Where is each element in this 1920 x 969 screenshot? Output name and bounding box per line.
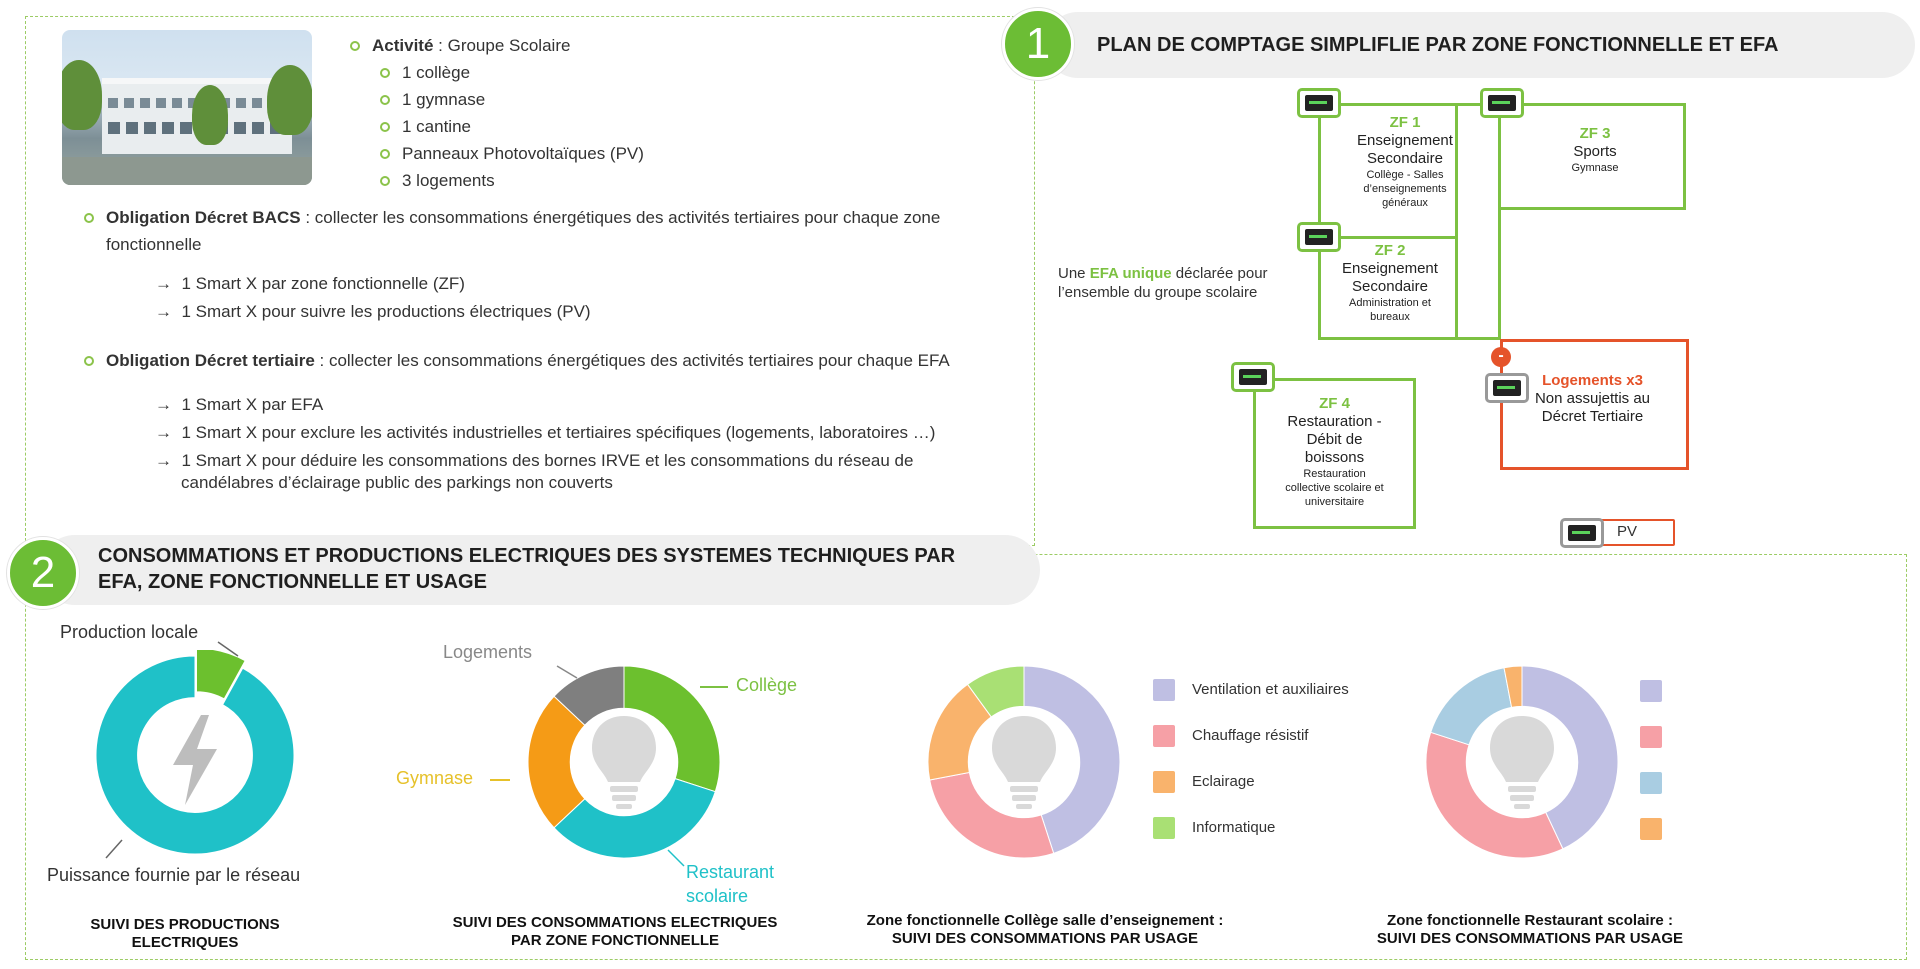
donut-slice xyxy=(553,777,716,859)
bacs-arrow-2: → 1 Smart X pour suivre les productions … xyxy=(155,302,591,321)
production-chart xyxy=(95,650,295,855)
legend-swatch xyxy=(1153,679,1175,701)
zf1-label: ZF 1 Enseignement Secondaire Collège - S… xyxy=(1357,114,1453,209)
header2-number: 2 xyxy=(7,537,79,609)
donut-slice xyxy=(1425,731,1564,859)
zones-chart xyxy=(527,665,721,859)
legend-swatch xyxy=(1153,771,1175,793)
meter-logements-icon xyxy=(1485,373,1529,403)
legend-swatch xyxy=(1640,772,1662,794)
donut-slice xyxy=(1521,665,1619,850)
legend-swatch xyxy=(1153,725,1175,747)
activity-sub-item: 1 gymnase xyxy=(380,86,644,113)
tertiaire-arrow-1: → 1 Smart X par EFA xyxy=(155,395,324,414)
activity-item: Activité : Groupe Scolaire xyxy=(350,32,644,59)
lightbulb-icon xyxy=(592,716,656,809)
label-logements: Logements xyxy=(443,642,533,662)
tertiaire-arrow-3-cont: candélabres d’éclairage public des parki… xyxy=(181,473,613,492)
label-production-locale: Production locale xyxy=(60,622,199,642)
legend-swatch xyxy=(1153,817,1175,839)
header2-pill xyxy=(40,535,1040,605)
legend-swatch xyxy=(1640,680,1662,702)
donut-slice xyxy=(966,665,1025,718)
school-photo xyxy=(62,30,312,185)
legend-swatch xyxy=(1640,818,1662,840)
lightning-icon xyxy=(173,715,217,805)
zf3-label: ZF 3 Sports Gymnase xyxy=(1571,125,1619,174)
logements-label: Logements x3 Non assujettis au Décret Te… xyxy=(1534,372,1651,425)
header1-number: 1 xyxy=(1002,8,1074,80)
college-usage-chart xyxy=(927,665,1121,859)
legend-label: Informatique xyxy=(1192,819,1276,836)
lightbulb-icon xyxy=(1490,716,1554,809)
activity-sub-item: Panneaux Photovoltaïques (PV) xyxy=(380,140,644,167)
header1-title: PLAN DE COMPTAGE SIMPLIFLIE PAR ZONE FON… xyxy=(1097,34,1779,56)
legend-swatch xyxy=(1640,726,1662,748)
activity-sub-item: 1 collège xyxy=(380,59,644,86)
meter-zf2-icon xyxy=(1297,222,1341,252)
meter-zf3-icon xyxy=(1480,88,1524,118)
activity-sub-item: 3 logements xyxy=(380,167,644,194)
header2-title: CONSOMMATIONS ET PRODUCTIONS ELECTRIQUES… xyxy=(98,545,956,593)
meter-zf4-icon xyxy=(1231,362,1275,392)
tertiaire-arrow-2: → 1 Smart X pour exclure les activités i… xyxy=(155,423,936,442)
bacs-label: Obligation Décret BACS xyxy=(106,208,301,227)
donut-slice xyxy=(623,665,721,793)
tertiaire-arrow-3: → 1 Smart X pour déduire les consommatio… xyxy=(155,451,914,470)
zf4-label: ZF 4 Restauration - Débit de boissons Re… xyxy=(1285,395,1384,508)
label-college: Collège xyxy=(736,675,798,695)
meter-main-icon xyxy=(1297,88,1341,118)
bacs-arrow-1: → 1 Smart X par zone fonctionnelle (ZF) xyxy=(155,274,465,293)
restaurant-usage-caption: Zone fonctionnelle Restaurant scolaire :… xyxy=(1376,912,1684,947)
label-puissance-reseau: Puissance fournie par le réseau xyxy=(47,865,301,885)
legend-label: Chauffage résistif xyxy=(1192,727,1309,744)
lightbulb-icon xyxy=(992,716,1056,809)
activity-sub-item: 1 cantine xyxy=(380,113,644,140)
donut-slice xyxy=(95,655,295,855)
college-usage-caption: Zone fonctionnelle Collège salle d’ensei… xyxy=(866,912,1224,947)
header1-pill xyxy=(1045,12,1915,78)
label-gymnase: Gymnase xyxy=(396,768,474,788)
pv-label: PV xyxy=(1617,523,1638,540)
donut-slice xyxy=(1503,665,1523,708)
bacs-obligation: Obligation Décret BACS : collecter les c… xyxy=(84,204,1004,258)
zf2-label: ZF 2 Enseignement Secondaire Administrat… xyxy=(1342,242,1438,323)
efa-note: Une EFA unique déclarée pour l’ensemble … xyxy=(1058,265,1268,301)
legend-label: Ventilation et auxiliaires xyxy=(1192,681,1349,698)
pv-meter-icon xyxy=(1560,518,1604,548)
restaurant-usage-chart xyxy=(1425,665,1619,859)
donut-slice xyxy=(553,665,625,726)
donut-slice xyxy=(195,650,246,700)
legend-label: Eclairage xyxy=(1192,773,1255,790)
tertiaire-obligation: Obligation Décret tertiaire : collecter … xyxy=(84,347,1024,374)
logements-minus-marker: - xyxy=(1491,347,1511,367)
tertiaire-label: Obligation Décret tertiaire xyxy=(106,351,315,370)
activity-list: Activité : Groupe Scolaire 1 collège 1 g… xyxy=(350,32,644,194)
donut-slice xyxy=(1023,665,1121,854)
